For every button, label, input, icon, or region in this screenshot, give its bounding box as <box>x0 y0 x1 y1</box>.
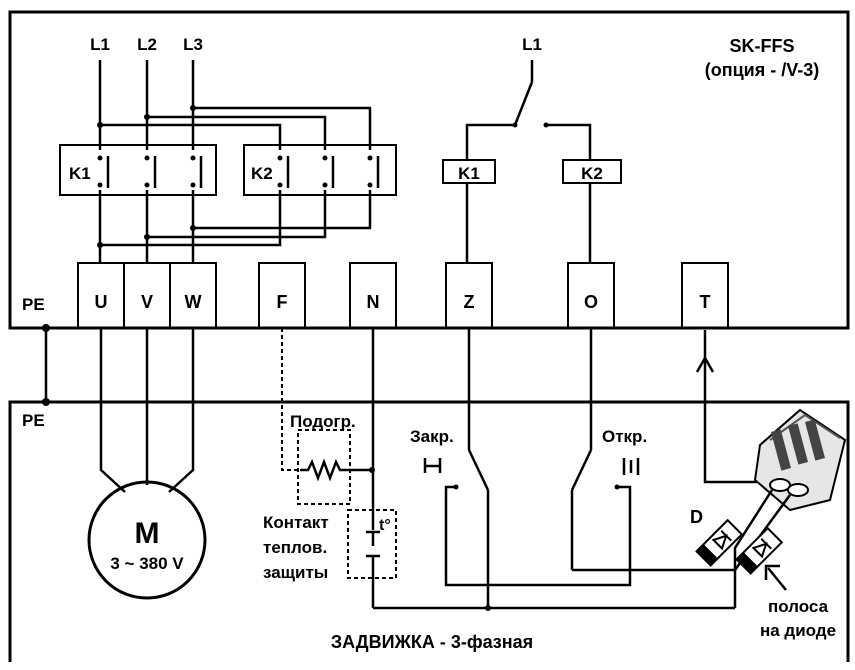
thermal-contact-label-1: Контакт <box>263 513 329 532</box>
coil-k2-label: K2 <box>581 164 603 183</box>
motor-wires <box>99 328 195 493</box>
terminal-t-label: T <box>700 292 711 312</box>
pe-bottom-label: PE <box>22 411 45 430</box>
diode-open <box>695 494 792 575</box>
output-wires <box>97 190 372 263</box>
t-feedback-wire <box>695 330 770 484</box>
diode-close <box>695 489 774 608</box>
stripe-note-1: полоса <box>768 597 829 616</box>
terminal-block <box>77 262 729 329</box>
close-label: Закр. <box>410 427 454 446</box>
contactor-k1 <box>59 144 217 196</box>
coil-k1 <box>442 159 496 184</box>
contactor-k1-label: K1 <box>69 164 91 183</box>
terminal-n-label: N <box>367 292 380 312</box>
limit-switch-open <box>570 328 695 572</box>
block-option: (опция - /V-3) <box>705 60 820 80</box>
terminal-t <box>681 262 729 329</box>
stripe-note-2: на диоде <box>760 621 836 640</box>
heater-label: Подогр. <box>290 412 356 431</box>
control-l1-label: L1 <box>522 35 542 54</box>
open-label: Откр. <box>602 427 647 446</box>
diode-label: D <box>690 507 703 527</box>
control-circuit <box>465 60 592 263</box>
terminal-u-label: U <box>95 292 108 312</box>
valve-title: ЗАДВИЖКА - 3-фазная <box>331 632 533 652</box>
valve-block <box>8 400 850 662</box>
stripe-arrow <box>764 564 787 591</box>
limit-switch-close <box>423 328 632 608</box>
coil-k1-label: K1 <box>458 164 480 183</box>
thermal-contact-label-2: теплов. <box>263 538 327 557</box>
coil-k2 <box>562 159 622 184</box>
terminal-z-label: Z <box>464 292 475 312</box>
terminal-o-label: O <box>584 292 598 312</box>
motor-letter: M <box>135 517 160 550</box>
phase-l2-label: L2 <box>137 35 157 54</box>
thermal-contact <box>347 328 397 608</box>
pe-link <box>42 324 50 406</box>
thermal-contact-label-3: защиты <box>263 563 328 582</box>
terminal-w-label: W <box>185 292 202 312</box>
contactor-k2 <box>243 144 397 196</box>
motor <box>87 480 207 600</box>
contactor-k2-contacts <box>277 155 380 188</box>
wago-connector <box>753 408 847 512</box>
contactor-k2-label: K2 <box>251 164 273 183</box>
terminal-v-label: V <box>141 292 153 312</box>
pe-top-label: PE <box>22 295 45 314</box>
block-title: SK-FFS <box>730 36 795 56</box>
contactor-k1-contacts <box>97 155 203 188</box>
phase-l3-label: L3 <box>183 35 203 54</box>
phase-wires <box>97 60 372 150</box>
thermal-symbol: t° <box>379 517 391 534</box>
sk-ffs-block <box>8 10 850 330</box>
terminal-f-label: F <box>277 292 288 312</box>
motor-rating: 3 ~ 380 V <box>110 554 184 573</box>
phase-l1-label: L1 <box>90 35 110 54</box>
